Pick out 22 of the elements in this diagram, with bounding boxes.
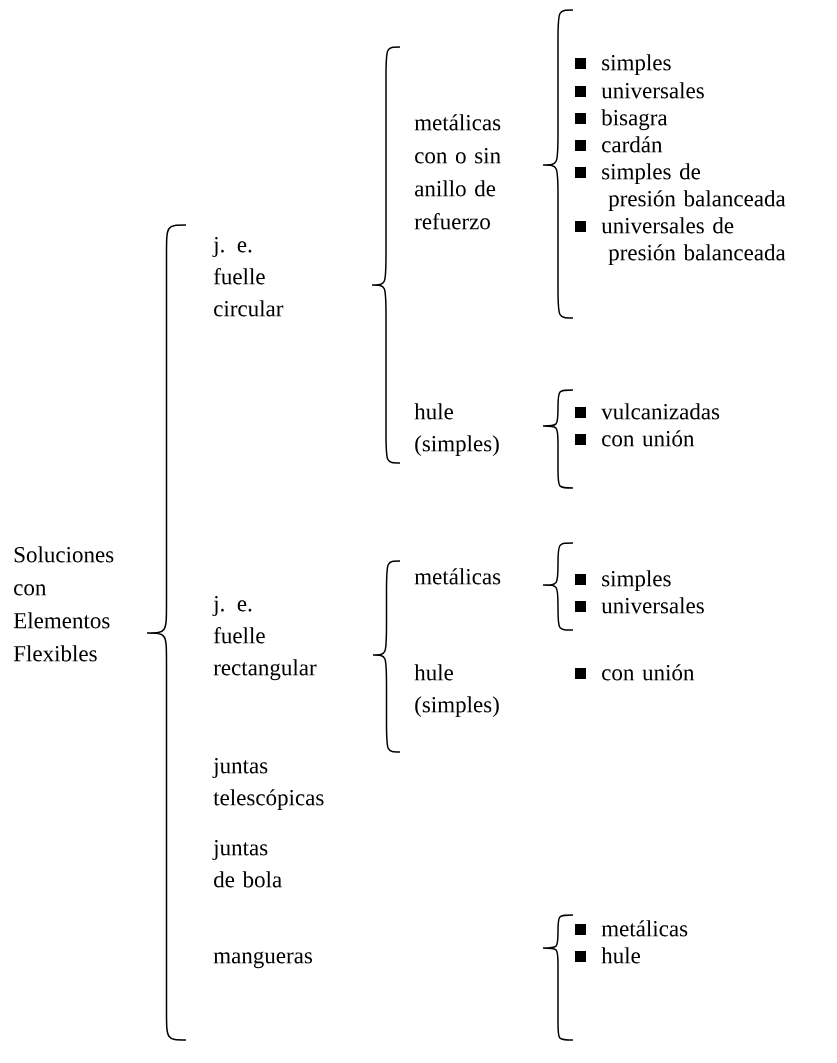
list-text: hule (simples)	[414, 664, 499, 718]
list-text: j. e. fuelle circular	[212, 237, 284, 317]
list-text: bisagra	[601, 109, 668, 131]
list-text: con unión	[602, 430, 695, 447]
list-text: universales de presión balanceada	[601, 217, 786, 266]
list-text: universales	[601, 82, 704, 99]
list-text: metálicas con o sin anillo de refuerzo	[414, 114, 501, 230]
list-text: juntas telescópicas	[212, 758, 324, 811]
list-text: Soluciones con Elementos Flexibles	[13, 546, 114, 662]
list-text: metálicas	[601, 920, 688, 937]
list-text: simples	[602, 54, 671, 76]
list-text: hule (simples)	[414, 403, 499, 457]
list-text: simples	[602, 570, 671, 592]
list-text: mangueras	[213, 951, 312, 969]
list-text: con unión	[602, 664, 695, 681]
list-text: vulcanizadas	[601, 403, 720, 420]
list-text: juntas de bola	[212, 840, 282, 888]
list-text: universales	[601, 597, 704, 614]
list-text: cardán	[602, 136, 663, 153]
list-text: metálicas	[414, 568, 501, 585]
list-text: hule	[601, 947, 640, 964]
list-text: j. e. fuelle rectangular	[212, 596, 317, 681]
